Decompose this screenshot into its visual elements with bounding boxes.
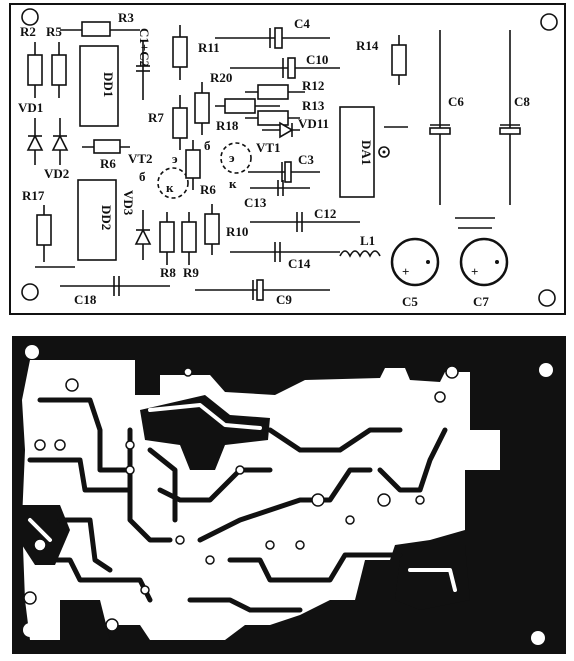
- resistor-r5: [51, 54, 67, 86]
- label-vd2: VD2: [44, 166, 69, 181]
- capacitor-c7: [459, 237, 509, 287]
- ic-dd2: [77, 179, 117, 261]
- label-c1c2: C1+C2: [137, 28, 152, 67]
- diode-vd2: [51, 134, 69, 151]
- capacitor-c10: [287, 57, 296, 79]
- label-c12: C12: [314, 206, 336, 221]
- resistor-r20: [194, 92, 210, 124]
- label-vt1-b: б: [204, 138, 211, 153]
- label-r2: R2: [20, 24, 36, 39]
- label-dd1: DD1: [101, 72, 116, 97]
- ic-dd1: [79, 45, 119, 127]
- mounting-hole: [25, 345, 39, 359]
- component-side: R3 R2 R5 DD1 C1+C2 R11 C4 R14 C10: [9, 3, 566, 315]
- resistor-r9: [181, 221, 197, 253]
- label-vd11: VD11: [298, 116, 329, 131]
- label-r13: R13: [302, 98, 325, 113]
- inductor-l1: [339, 250, 381, 258]
- resistor-r10: [204, 213, 220, 245]
- label-c9: C9: [276, 292, 292, 307]
- diode-vd3: [134, 228, 152, 245]
- mounting-hole: [539, 363, 553, 377]
- label-r8: R8: [160, 265, 176, 280]
- resistor-r17: [36, 214, 52, 246]
- resistor-r12: [257, 84, 289, 100]
- capacitor-c5: [390, 237, 440, 287]
- label-c5: C5: [402, 294, 418, 309]
- capacitor-c4: [274, 27, 283, 49]
- label-c3: C3: [298, 152, 314, 167]
- mounting-hole: [531, 631, 545, 645]
- copper-side: [12, 336, 566, 654]
- label-r14: R14: [356, 38, 379, 53]
- label-vd3: VD3: [121, 190, 136, 216]
- capacitor-c6: [429, 127, 451, 135]
- label-r12: R12: [302, 78, 324, 93]
- resistor-r6-a: [93, 139, 121, 154]
- label-vt1: VT1: [256, 140, 281, 155]
- label-vt1-k: к: [229, 176, 237, 191]
- copper-pad-area: [60, 600, 110, 640]
- label-c8: C8: [514, 94, 530, 109]
- label-r3: R3: [118, 10, 134, 25]
- label-l1: L1: [360, 233, 375, 248]
- copper-pad-area: [395, 545, 470, 610]
- pad-marker: [378, 146, 390, 158]
- label-r6-a: R6: [100, 156, 116, 171]
- label-c7: C7: [473, 294, 489, 309]
- solder-pads: [23, 365, 459, 632]
- resistor-r18: [257, 110, 289, 126]
- mounting-hole: [540, 13, 558, 31]
- label-c4: C4: [294, 16, 310, 31]
- resistor-r2: [27, 54, 43, 86]
- label-vt2-b: б: [139, 169, 146, 184]
- label-r7: R7: [148, 110, 164, 125]
- diode-vd1: [26, 134, 44, 151]
- label-r5: R5: [46, 24, 62, 39]
- label-r6-b: R6: [200, 182, 216, 197]
- capacitor-c3: [284, 161, 292, 183]
- label-c6: C6: [448, 94, 464, 109]
- label-c7-plus: +: [471, 264, 478, 279]
- label-da1: DA1: [359, 140, 374, 165]
- mounting-hole: [21, 8, 39, 26]
- transistor-vt2: [157, 167, 189, 199]
- label-r20: R20: [210, 70, 232, 85]
- label-r18: R18: [216, 118, 239, 133]
- mounting-hole: [538, 289, 556, 307]
- resistor-r11: [172, 36, 188, 68]
- ic-da1: [339, 106, 375, 198]
- label-vt2-k: к: [166, 180, 174, 195]
- label-vt1-e: э: [229, 150, 235, 165]
- label-r11: R11: [198, 40, 220, 55]
- resistor-r13: [224, 98, 256, 114]
- label-c5-plus: +: [402, 264, 409, 279]
- label-vd1: VD1: [18, 100, 43, 115]
- label-r10: R10: [226, 224, 248, 239]
- mounting-hole: [23, 623, 37, 637]
- capacitor-c9: [256, 279, 264, 301]
- label-c18: C18: [74, 292, 97, 307]
- label-c10: C10: [306, 52, 328, 67]
- resistor-r14: [391, 44, 407, 76]
- resistor-r6-b: [185, 149, 201, 179]
- label-r17: R17: [22, 188, 45, 203]
- transistor-vt1: [220, 142, 252, 174]
- resistor-r3: [81, 21, 111, 37]
- mounting-hole: [21, 283, 39, 301]
- label-c13: C13: [244, 195, 267, 210]
- copper-pad-area: [140, 395, 270, 470]
- resistor-r8: [159, 221, 175, 253]
- capacitor-c8: [499, 127, 521, 135]
- diode-vd11: [279, 121, 294, 139]
- label-c14: C14: [288, 256, 311, 271]
- label-r9: R9: [183, 265, 199, 280]
- resistor-r7: [172, 107, 188, 139]
- label-vt2-e: э: [172, 151, 178, 166]
- label-vt2: VT2: [128, 151, 153, 166]
- label-dd2: DD2: [99, 205, 114, 230]
